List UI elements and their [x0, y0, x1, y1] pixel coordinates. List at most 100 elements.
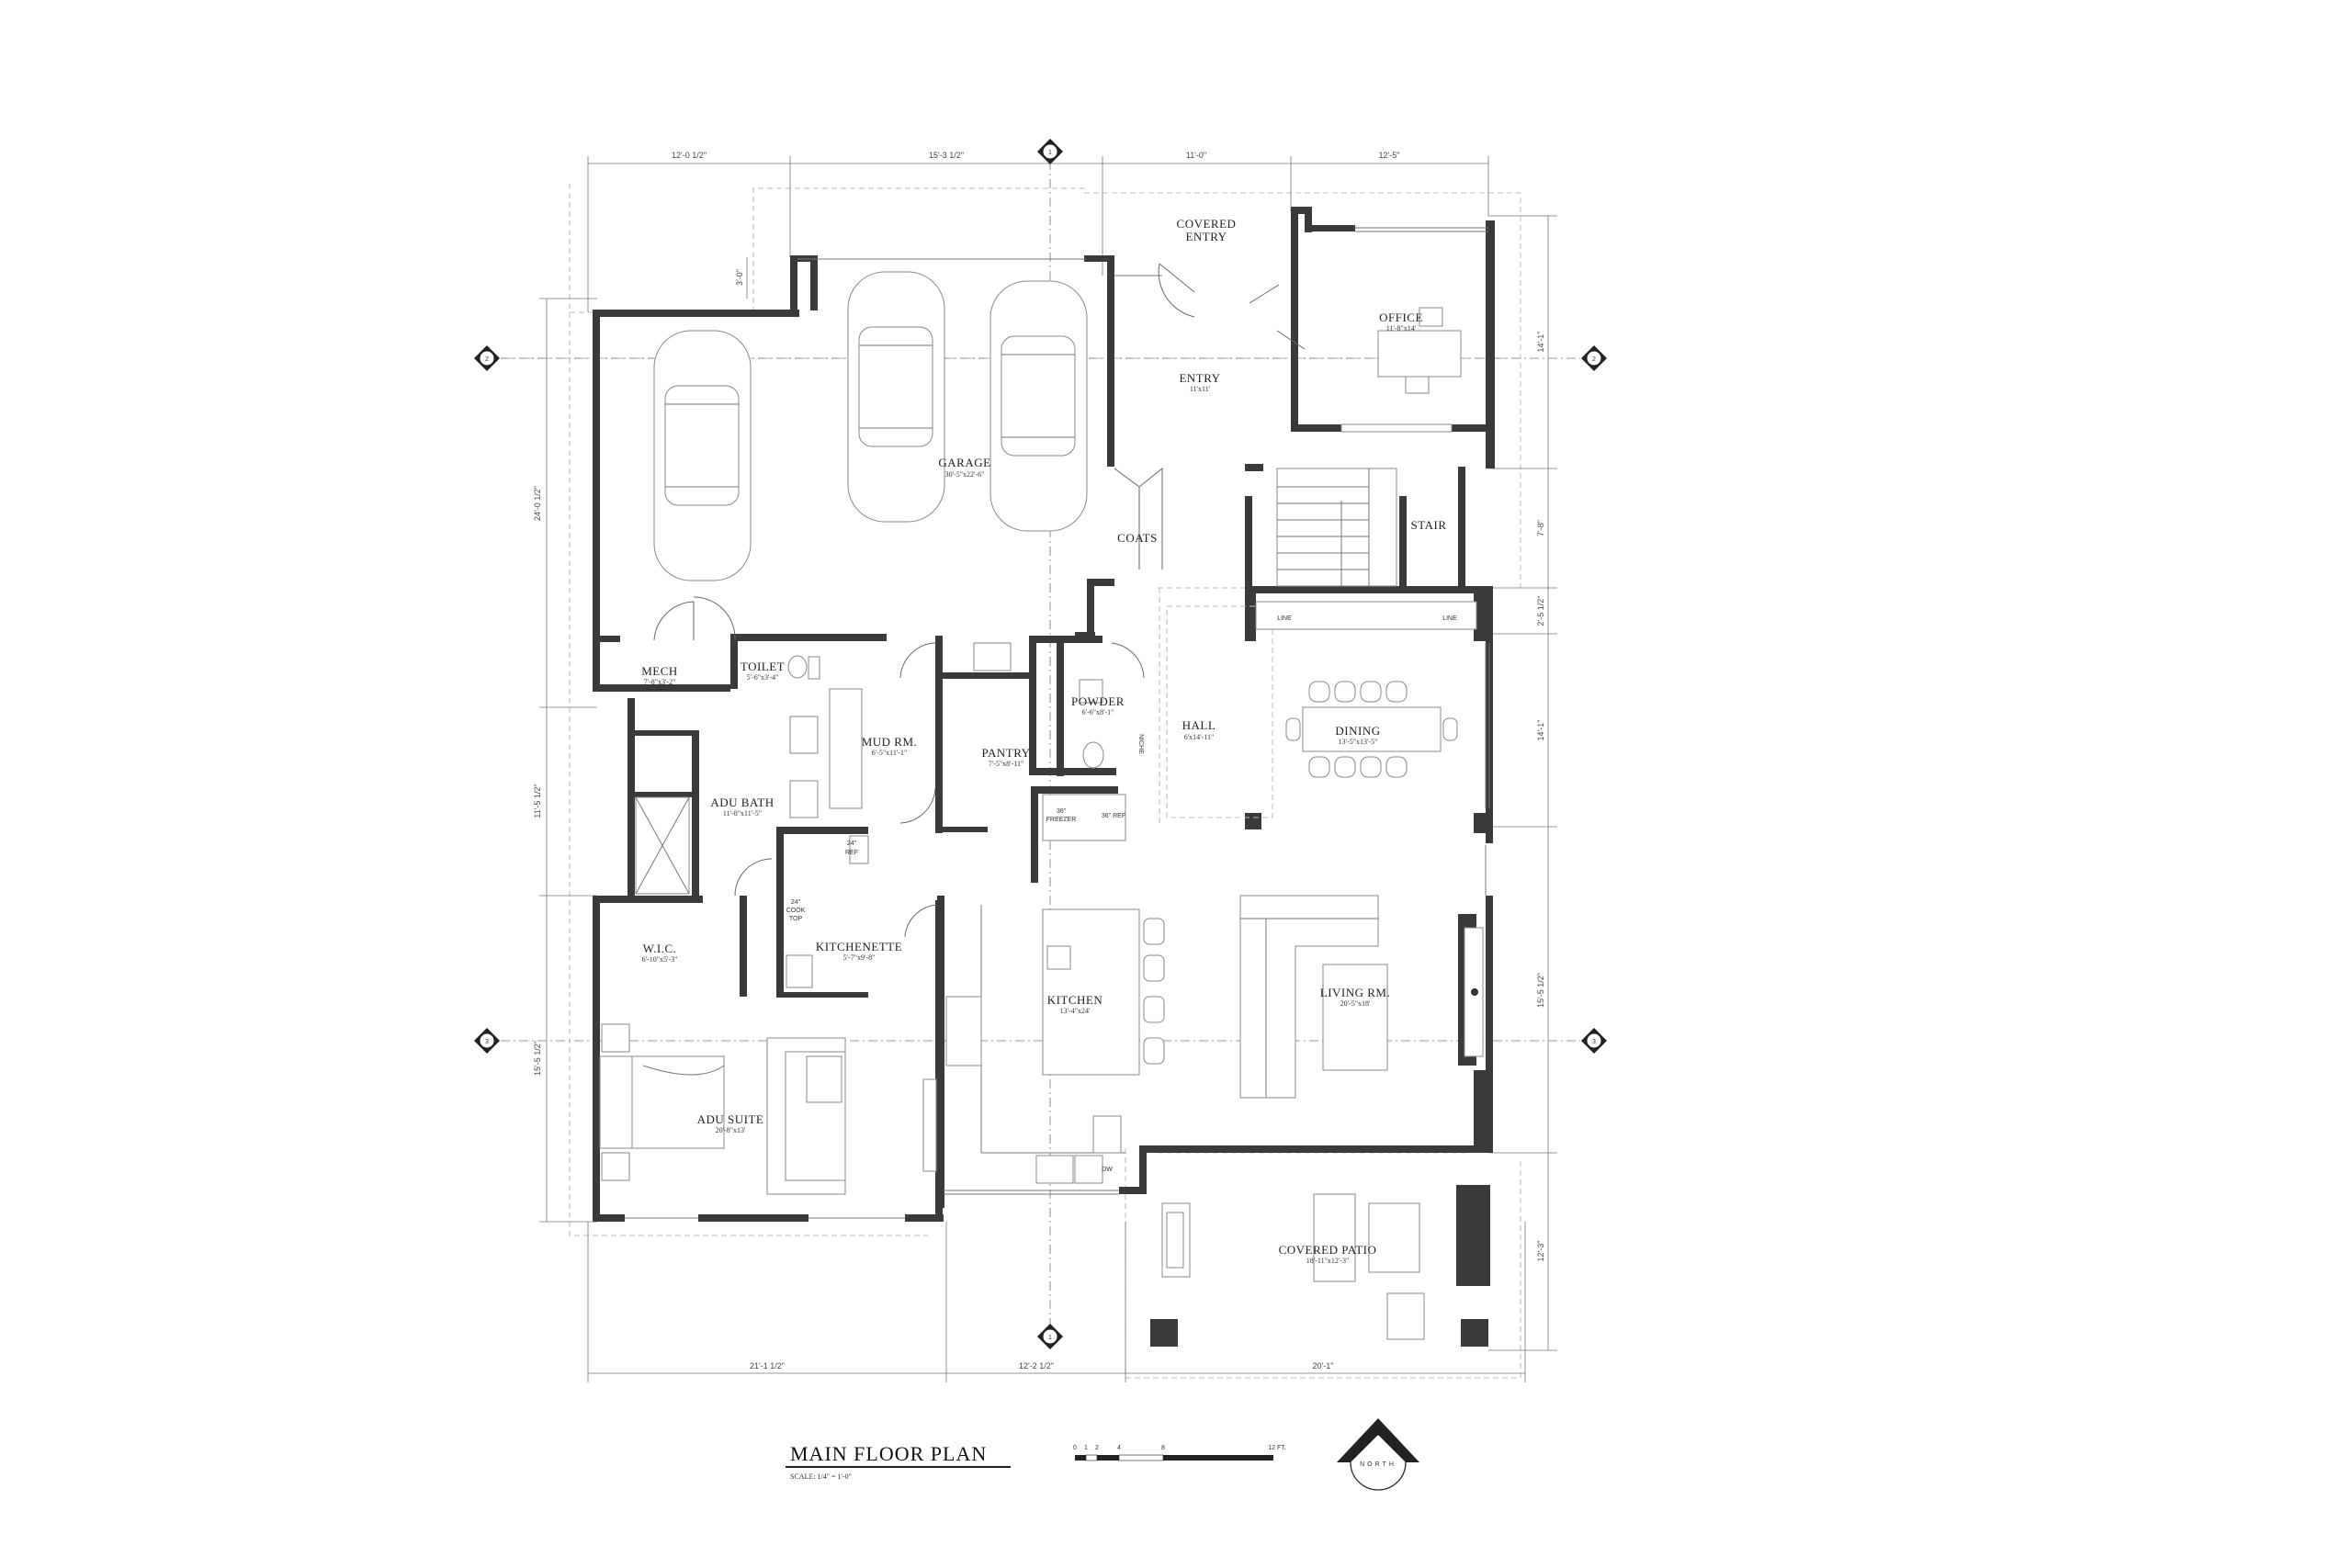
section-marker-right-top: 2 — [1581, 345, 1607, 371]
scale-label-4: 4 — [1117, 1445, 1121, 1451]
adu-suite-label: ADU SUITE — [697, 1112, 764, 1126]
freezer-label-2: FREEZER — [1046, 817, 1077, 823]
kitchenette-label: KITCHENETTE — [816, 940, 902, 953]
scale-label-0: 0 — [1073, 1445, 1077, 1451]
adu-sofa — [766, 1037, 846, 1195]
dining-table — [1285, 681, 1458, 778]
svg-text:1: 1 — [1048, 1335, 1052, 1341]
wic-dim: 6'-10"x5'-3" — [642, 955, 678, 964]
section-markers: 1 2 2 1 3 3 — [474, 139, 1607, 1349]
adu-suite-dim: 20'-8"x13' — [716, 1126, 746, 1134]
covered-entry-label-1: COVERED — [1177, 217, 1237, 231]
dim-top-1: 12'-0 1/2" — [672, 151, 707, 160]
mud-room-dim: 6'-5"x11'-1" — [872, 749, 907, 757]
dining-dim: 13'-5"x13'-5" — [1339, 738, 1378, 746]
office-label: OFFICE — [1379, 310, 1423, 324]
north-label: NORTH — [1360, 1461, 1396, 1468]
cooktop-label-2: COOK — [786, 908, 806, 914]
wic-label: W.I.C. — [643, 942, 677, 955]
section-marker-right-mid: 3 — [1581, 1028, 1607, 1054]
dim-right-6: 12'-3" — [1536, 1241, 1545, 1262]
pantry-dim: 7'-5"x8'-11" — [989, 760, 1023, 768]
section-marker-left-mid: 3 — [474, 1028, 500, 1054]
kitchen-label: KITCHEN — [1047, 993, 1103, 1007]
dim-right-2: 7'-8" — [1536, 520, 1545, 536]
dim-bottom-1: 21'-1 1/2" — [750, 1361, 785, 1371]
dim-top-3: 11'-0" — [1186, 151, 1206, 160]
dim-left-2: 24'-0 1/2" — [533, 486, 542, 521]
svg-text:1: 1 — [1048, 150, 1052, 156]
cooktop-label-3: TOP — [789, 916, 803, 922]
adu-bath-label: ADU BATH — [710, 795, 774, 809]
dimension-labels: 12'-0 1/2" 15'-3 1/2" 11'-0" 12'-5" 21'-… — [533, 151, 1545, 1371]
ref24-label-2: REF — [845, 850, 858, 856]
room-labels: COVERED ENTRY OFFICE 11'-8"x14' ENTRY 11… — [641, 217, 1446, 1265]
line-label-1: LINE — [1277, 615, 1292, 622]
plan-title: MAIN FLOOR PLAN — [790, 1442, 987, 1465]
dining-label: DINING — [1335, 724, 1380, 738]
fixtures — [599, 227, 1490, 1340]
svg-text:2: 2 — [485, 356, 489, 363]
mud-room-label: MUD RM. — [862, 735, 918, 749]
dim-bottom-3: 20'-1" — [1313, 1361, 1334, 1371]
adu-bed — [599, 1023, 725, 1181]
entry-dim: 11'x11' — [1190, 385, 1211, 393]
car-middle — [847, 271, 945, 523]
north-arrow-icon: NORTH — [1337, 1418, 1419, 1491]
scale-label-12: 12 FT. — [1268, 1445, 1286, 1451]
covered-patio-label: COVERED PATIO — [1279, 1243, 1377, 1257]
garage-label: GARAGE — [938, 456, 990, 469]
powder-label: POWDER — [1071, 694, 1125, 708]
pantry-label: PANTRY — [981, 746, 1030, 760]
coats-label: COATS — [1117, 531, 1158, 545]
cooktop-label-1: 24" — [791, 899, 801, 906]
title-block: MAIN FLOOR PLAN SCALE: 1/4" = 1'-0" 0 1 … — [786, 1418, 1419, 1491]
dim-bottom-2: 12'-2 1/2" — [1019, 1361, 1054, 1371]
living-room-dim: 20'-5"x18' — [1340, 999, 1371, 1008]
car-left — [653, 330, 752, 581]
kitchen-dim: 13'-4"x24' — [1060, 1007, 1091, 1015]
dim-right-1: 14'-1" — [1536, 332, 1545, 353]
section-marker-left-top: 2 — [474, 345, 500, 371]
svg-text:3: 3 — [485, 1039, 489, 1045]
dw-label: DW — [1102, 1167, 1113, 1173]
svg-text:2: 2 — [1592, 356, 1596, 363]
mech-dim: 7'-8"x3'-2" — [644, 678, 676, 686]
living-room-label: LIVING RM. — [1320, 986, 1391, 999]
toilet-dim: 5'-6"x3'-4" — [747, 673, 779, 682]
entry-label: ENTRY — [1179, 371, 1220, 385]
stair-treads — [1276, 468, 1397, 587]
covered-entry-label-2: ENTRY — [1185, 230, 1227, 243]
dim-right-4: 14'-1" — [1536, 720, 1545, 741]
sectional-sofa — [1239, 895, 1388, 1099]
scale-bar: 0 1 2 4 8 12 FT. — [1073, 1445, 1286, 1461]
svg-text:3: 3 — [1592, 1039, 1596, 1045]
ref36-label: 36" REF — [1102, 813, 1125, 819]
section-marker-bottom: 1 — [1037, 1324, 1063, 1349]
toilet-label: TOILET — [741, 660, 785, 673]
dim-left-4: 15'-5 1/2" — [533, 1041, 542, 1076]
ref24-label-1: 24" — [847, 840, 857, 847]
fixture-labels: LINE LINE NICHE 36" FREEZER 36" REF 24" … — [786, 615, 1457, 1173]
stair-label: STAIR — [1410, 518, 1446, 532]
dim-right-5: 15'-5 1/2" — [1536, 973, 1545, 1008]
hall-label: HALL — [1182, 718, 1216, 732]
niche-label: NICHE — [1137, 734, 1144, 754]
garage-dim: 30'-5"x22'-6" — [945, 470, 985, 479]
dim-right-3: 2'-5 1/2" — [1536, 596, 1545, 626]
scale-label-1: 1 — [1084, 1445, 1088, 1451]
car-right — [989, 280, 1088, 532]
adu-bath-dim: 11'-8"x11'-5" — [723, 809, 762, 818]
dim-top-4: 12'-5" — [1379, 151, 1400, 160]
mech-label: MECH — [641, 664, 678, 678]
section-marker-top: 1 — [1037, 139, 1063, 164]
dim-top-2: 15'-3 1/2" — [929, 151, 964, 160]
dim-left-3: 11'-5 1/2" — [533, 784, 542, 818]
line-label-2: LINE — [1442, 615, 1457, 622]
dim-left-1: 3'-0" — [735, 269, 744, 286]
office-dim: 11'-8"x14' — [1386, 324, 1417, 333]
scale-label-2: 2 — [1095, 1445, 1099, 1451]
plan-scale: SCALE: 1/4" = 1'-0" — [790, 1472, 852, 1481]
kitchenette-dim: 5'-7"x9'-8" — [843, 953, 876, 962]
powder-dim: 6'-6"x8'-1" — [1082, 708, 1114, 716]
